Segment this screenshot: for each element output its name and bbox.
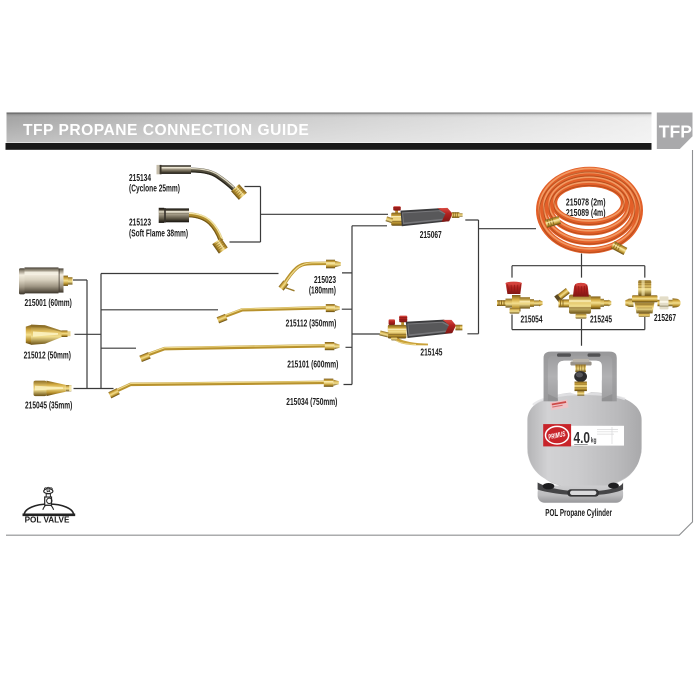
svg-text:215101 (600mm): 215101 (600mm) xyxy=(287,358,338,370)
svg-text:(Soft Flame 38mm): (Soft Flame 38mm) xyxy=(129,227,188,239)
svg-text:215045 (35mm): 215045 (35mm) xyxy=(25,399,72,411)
svg-text:TFP: TFP xyxy=(659,122,692,142)
svg-text:(Cyclone 25mm): (Cyclone 25mm) xyxy=(129,182,180,194)
svg-text:215134: 215134 xyxy=(129,171,151,183)
svg-text:kg: kg xyxy=(591,438,597,445)
svg-text:215023: 215023 xyxy=(314,273,336,285)
svg-text:215067: 215067 xyxy=(420,229,442,241)
svg-text:PRIMUS: PRIMUS xyxy=(548,430,567,442)
svg-text:POL VALVE: POL VALVE xyxy=(25,514,70,524)
svg-text:TFP PROPANE CONNECTION GUIDE: TFP PROPANE CONNECTION GUIDE xyxy=(23,122,309,139)
svg-text:215245: 215245 xyxy=(590,313,612,325)
svg-text:215001 (60mm): 215001 (60mm) xyxy=(25,297,72,309)
svg-text:215089 (4m): 215089 (4m) xyxy=(566,207,606,219)
svg-text:215012 (50mm): 215012 (50mm) xyxy=(24,349,71,361)
svg-text:4.0: 4.0 xyxy=(574,428,591,446)
svg-text:215112 (350mm): 215112 (350mm) xyxy=(286,317,337,329)
svg-text:(180mm): (180mm) xyxy=(309,284,336,296)
svg-text:215123: 215123 xyxy=(129,216,151,228)
svg-text:215054: 215054 xyxy=(520,313,542,325)
svg-text:215078 (2m): 215078 (2m) xyxy=(566,196,606,208)
svg-text:215145: 215145 xyxy=(420,346,442,358)
svg-text:POL Propane Cylinder: POL Propane Cylinder xyxy=(545,506,612,518)
svg-text:215034 (750mm): 215034 (750mm) xyxy=(286,396,337,408)
svg-text:215267: 215267 xyxy=(654,312,676,324)
